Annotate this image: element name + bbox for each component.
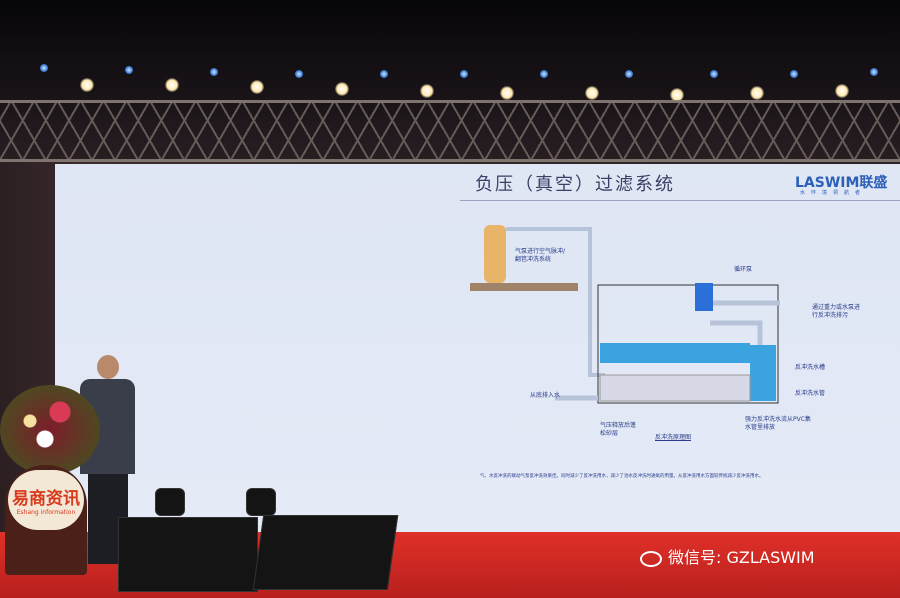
floor-speaker-right: [252, 515, 399, 590]
blue-light: [540, 70, 548, 78]
spotlight: [80, 78, 94, 92]
label-backwash-pipe: 反冲洗水管: [795, 390, 826, 397]
label-inlet: 从底排入水: [530, 392, 561, 399]
sand-bed: [599, 374, 751, 402]
logo-tagline: 水环境领航者: [800, 190, 867, 196]
lighting-truss: [0, 100, 900, 162]
flower-arrangement: [0, 385, 100, 475]
spotlight: [165, 78, 179, 92]
podium-logo: 易商资讯 Eshang information: [8, 470, 84, 530]
blue-light: [210, 68, 218, 76]
slide-footnote: 气、水反冲洗的联动气泵反冲洗效果佳。同时减少了反冲洗用水，减少了池水反冲洗时通氧…: [480, 474, 764, 479]
spotlight: [670, 88, 684, 102]
blue-light: [460, 70, 468, 78]
spotlight: [420, 84, 434, 98]
floor-speaker-left: [118, 517, 258, 592]
pump-pipes: [710, 300, 780, 345]
blue-light: [295, 70, 303, 78]
blue-light: [710, 70, 718, 78]
spotlight: [835, 84, 849, 98]
ground-slab: [470, 283, 578, 291]
spotlight: [250, 80, 264, 94]
blue-light: [870, 68, 878, 76]
stage-spotlight-right: [246, 488, 276, 516]
label-circulation-pump: 循环泵: [734, 266, 753, 273]
label-air-pump: 气泵进行空气脉冲/翻笆冲洗系统: [515, 248, 566, 263]
blue-light: [125, 66, 133, 74]
air-pump-tank: [484, 225, 506, 283]
backwash-tank: [750, 345, 776, 401]
label-strong-flow: 强力反冲洗水流从PVC集水管里排放: [745, 416, 811, 431]
blue-light: [790, 70, 798, 78]
filter-tank: [597, 284, 779, 404]
label-gravity: 通过重力或水泵进行反冲洗排污: [812, 304, 861, 319]
stage-spotlight-left: [155, 488, 185, 516]
podium-brand: 易商资讯: [12, 489, 80, 509]
blue-light: [380, 70, 388, 78]
spotlight: [750, 86, 764, 100]
spotlight: [335, 82, 349, 96]
title-divider: [460, 200, 900, 201]
podium-brand-sub: Eshang information: [16, 509, 76, 516]
diagram-caption: 反冲洗原理图: [655, 434, 692, 441]
blue-light: [40, 64, 48, 72]
spotlight: [585, 86, 599, 100]
laswim-logo: LASWIM联盛: [795, 175, 888, 191]
slide-title: 负压（真空）过滤系统: [475, 174, 675, 195]
watermark-text: 微信号: GZLASWIM: [668, 548, 815, 567]
filtration-diagram: [470, 225, 780, 404]
blue-light: [625, 70, 633, 78]
spotlight: [500, 86, 514, 100]
water-layer: [600, 343, 750, 363]
label-backwash-tank: 反冲洗水槽: [795, 364, 826, 371]
wechat-icon: [640, 550, 662, 567]
label-air-release: 气压释放后蓬松砂层: [600, 422, 637, 437]
circulation-pump: [695, 283, 713, 311]
wechat-watermark: 微信号: GZLASWIM: [640, 544, 815, 568]
